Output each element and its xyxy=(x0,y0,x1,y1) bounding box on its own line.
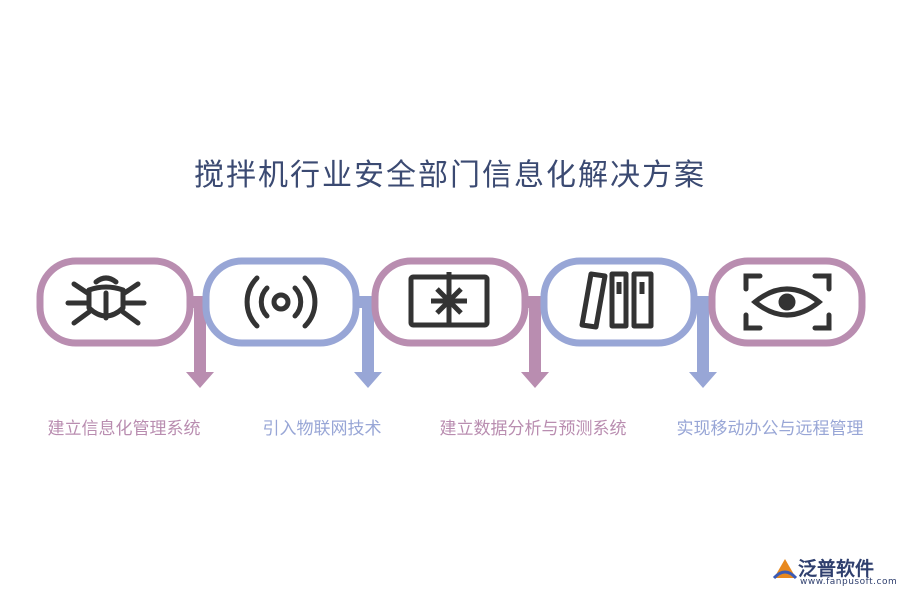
step-label-1: 建立信息化管理系统 xyxy=(47,419,201,439)
scan-eye-icon xyxy=(743,273,832,331)
books-icon xyxy=(579,271,654,330)
logo-name: 泛普软件 xyxy=(798,558,875,580)
step-label-3: 建立数据分析与预测系统 xyxy=(439,419,627,439)
gift-icon xyxy=(408,272,490,328)
logo-url: www.fanpusoft.com xyxy=(800,577,898,587)
node-pill-2 xyxy=(202,257,360,347)
page-title: 搅拌机行业安全部门信息化解决方案 xyxy=(194,158,706,193)
node-pill-1 xyxy=(36,257,194,347)
fanpu-logo-icon xyxy=(772,559,798,580)
step-label-4: 实现移动办公与远程管理 xyxy=(676,419,864,439)
step-label-2: 引入物联网技术 xyxy=(262,419,382,439)
brand-logo: 泛普软件 www.fanpusoft.com xyxy=(770,552,898,592)
signal-icon xyxy=(244,275,318,329)
bug-icon xyxy=(65,275,147,326)
